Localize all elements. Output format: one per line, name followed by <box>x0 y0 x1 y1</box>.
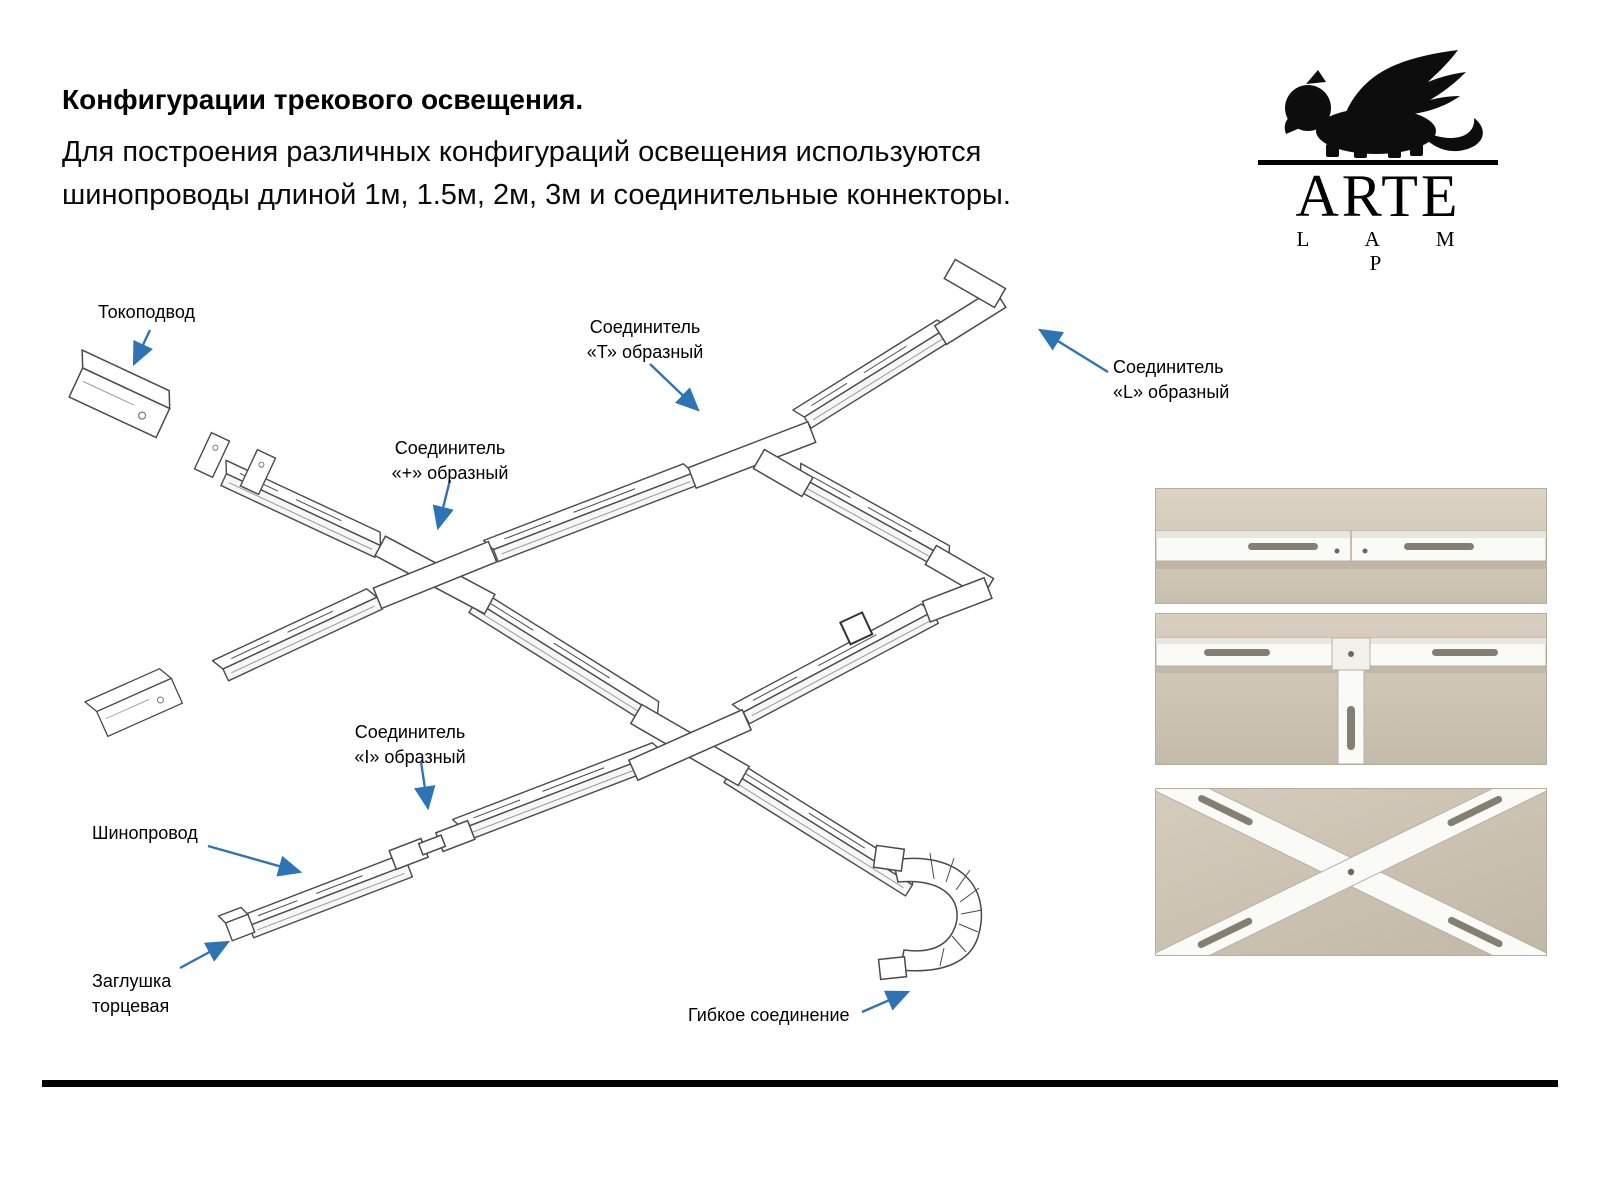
track-drawing <box>238 852 414 941</box>
mounting-clip-drawing <box>839 611 874 646</box>
callout-arrows <box>132 328 1109 1014</box>
arrow-to-t-connector <box>649 363 700 412</box>
label-end-cap: Заглушка торцевая <box>92 971 172 1016</box>
i-connector-drawing <box>388 819 476 871</box>
l-connector-mid-drawing <box>921 544 995 623</box>
track-drawing <box>787 462 956 572</box>
track-drawing <box>792 316 957 432</box>
track-drawing <box>463 587 665 727</box>
logo-brand-text: ARTE <box>1295 163 1461 229</box>
label-flexible: Гибкое соединение <box>688 1005 850 1025</box>
arrow-to-power-feed <box>132 329 153 367</box>
winged-lion-icon <box>1284 50 1483 158</box>
track-drawing <box>718 757 920 897</box>
arte-lamp-logo: ARTE L A M P <box>1258 46 1498 275</box>
flexible-connector-drawing <box>872 844 983 981</box>
arrow-to-track <box>207 844 303 877</box>
arrow-to-l-connector <box>1037 328 1109 374</box>
label-l-connector: Соединитель «L» образный <box>1113 357 1230 402</box>
track-drawing <box>214 459 387 559</box>
logo-divider <box>1258 160 1498 165</box>
arrow-to-i-connector <box>414 761 436 811</box>
label-t-connector: Соединитель «Т» образный <box>586 317 704 362</box>
photo-t-connection <box>1155 613 1547 765</box>
track-drawing <box>731 600 940 728</box>
t-connector-drawing <box>687 420 817 498</box>
l-connector-top-drawing <box>933 258 1007 346</box>
bottom-divider <box>42 1080 1558 1087</box>
page-title: Конфигурации трекового освещения. <box>62 84 584 115</box>
photo-straight-connection <box>1155 488 1547 604</box>
label-track: Шинопровод <box>92 823 198 843</box>
end-cap-drawing <box>217 905 256 943</box>
logo-sub-text: L A M P <box>1296 227 1470 275</box>
label-i-connector: Соединитель «I» образный <box>354 722 466 767</box>
arrow-to-plus-connector <box>432 479 454 531</box>
label-plus-connector: Соединитель «+» образный <box>391 438 509 483</box>
cross-connector-drawing <box>627 703 753 787</box>
arrow-to-flexible <box>861 990 911 1014</box>
power-feed-drawing <box>61 349 277 496</box>
subtitle-line-1: Для построения различных конфигураций ос… <box>62 136 982 168</box>
subtitle-line-2: шинопроводы длиной 1м, 1.5м, 2м, 3м и со… <box>62 179 1011 211</box>
plus-connector-drawing <box>372 535 498 615</box>
page-subtitle: Для построения различных конфигураций ос… <box>62 131 1011 217</box>
photo-cross-connection <box>1155 788 1547 956</box>
arrow-to-end-cap <box>179 940 231 970</box>
label-power-feed: Токоподвод <box>98 302 196 322</box>
track-drawing <box>211 585 384 685</box>
end-feed-drawing <box>84 665 184 740</box>
